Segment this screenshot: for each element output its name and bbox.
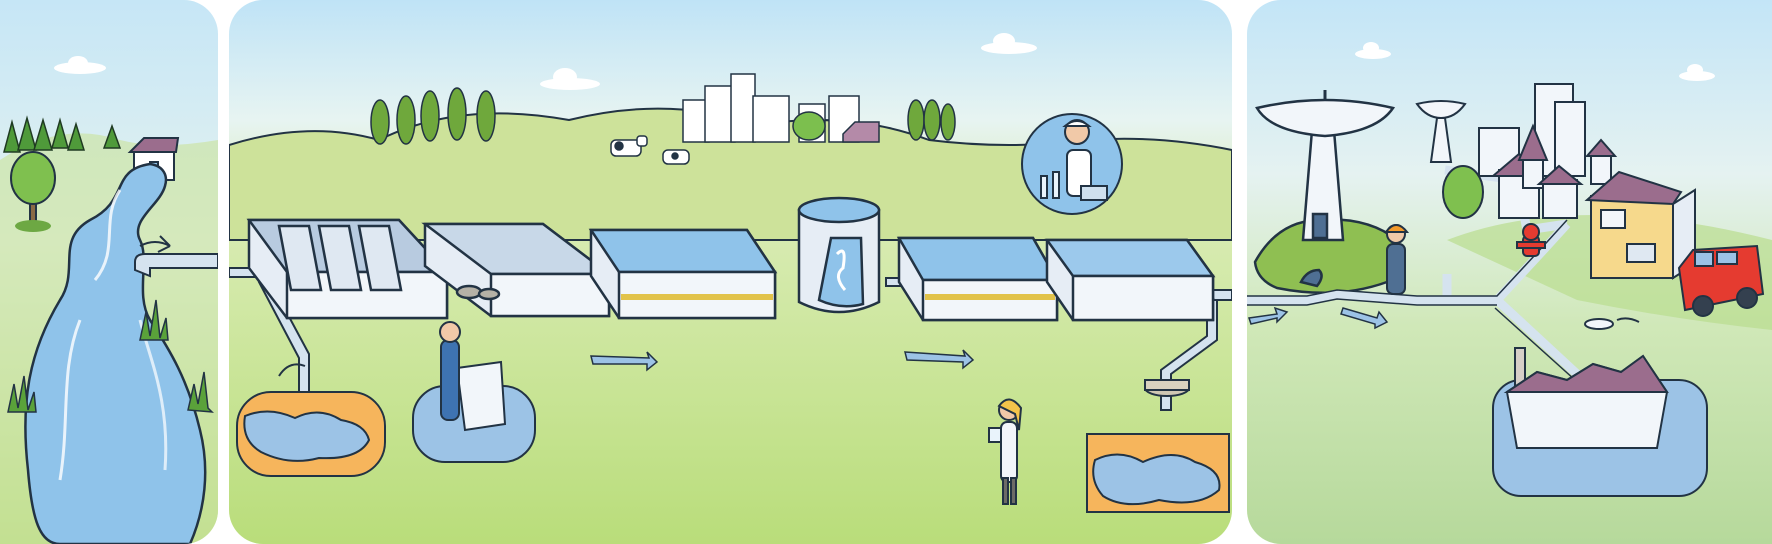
screen-basin: [246, 218, 450, 320]
cloud: [981, 33, 1037, 54]
fire-hydrant-icon: [1516, 223, 1546, 257]
town-skyline: [682, 73, 880, 143]
cloud: [1679, 64, 1715, 81]
settling-basin: [588, 228, 778, 320]
water-tower: [1253, 90, 1401, 295]
grass-tufts: [7, 299, 214, 413]
laboratory-bubble: [1021, 113, 1123, 215]
flow-arrows: [1248, 306, 1389, 330]
town: [1442, 83, 1618, 219]
treatment-plant-panel: [229, 0, 1232, 544]
inspector-person: [988, 398, 1023, 505]
filtration-basin: [896, 236, 1060, 322]
distribution-pipe-outline: [1247, 219, 1576, 381]
worker-person: [1384, 224, 1410, 295]
source-panel: [0, 0, 218, 544]
flow-arrows: [590, 349, 975, 372]
source-scene: [0, 56, 218, 544]
plant-scene: [229, 33, 1232, 513]
small-water-tower: [1415, 100, 1467, 163]
gravel-basin: [421, 222, 613, 318]
distribution-scene: [1247, 42, 1772, 497]
poplar-trees: [370, 87, 956, 145]
tree: [10, 151, 56, 232]
distribution-panel: [1247, 0, 1772, 544]
cutaway-house: [1584, 170, 1696, 280]
cloud: [54, 56, 106, 74]
groundwater-right: [1086, 379, 1230, 513]
cloud: [1355, 42, 1391, 59]
river: [24, 162, 207, 544]
intake-pipe: [134, 253, 218, 278]
fire-truck-icon: [1677, 244, 1765, 317]
cloud: [540, 68, 600, 90]
cows: [610, 135, 690, 165]
factory: [1492, 317, 1708, 497]
circular-tank: [797, 196, 881, 314]
clean-water-reservoir: [1044, 238, 1216, 322]
pine-trees: [3, 115, 122, 153]
groundwater-left: [236, 363, 386, 477]
operator-console: [412, 321, 536, 463]
